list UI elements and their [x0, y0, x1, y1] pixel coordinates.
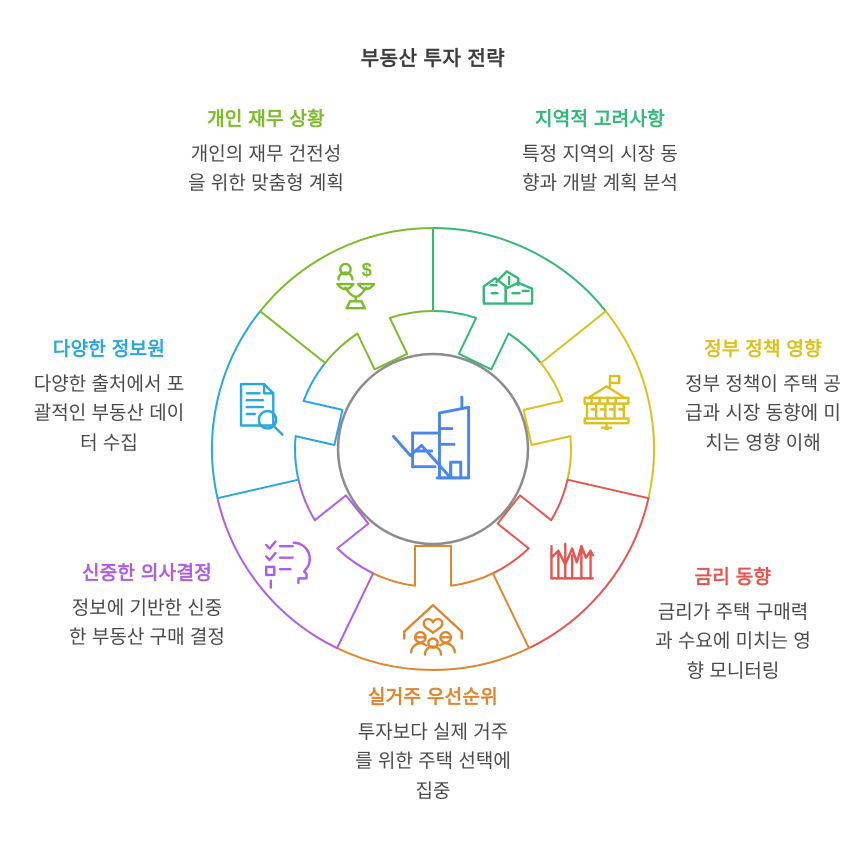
segment-description: 특정 지역의 시장 동 향과 개발 계획 분석 — [522, 144, 678, 195]
segment-title: 다양한 정보원 — [52, 339, 166, 360]
page-title: 부동산 투자 전략 — [360, 48, 506, 70]
wheel-segment-residence — [336, 545, 530, 671]
wheel-segment-interest — [491, 478, 650, 650]
segment-label-residence: 실거주 우선순위 투자보다 실제 거주 를 위한 주택 선택에 집중 — [323, 682, 543, 806]
segment-title: 지역적 고려사항 — [534, 109, 666, 130]
wheel-segment-regional — [432, 227, 607, 371]
segment-title: 신중한 의사결정 — [81, 563, 213, 584]
center-hub-circle — [336, 352, 530, 546]
buildings-cluster-icon — [482, 270, 534, 305]
building-downtrend-icon — [392, 395, 471, 480]
market-chart-icon — [550, 542, 595, 580]
wheel-segment-decision — [216, 478, 375, 650]
document-search-icon — [239, 382, 284, 436]
segment-label-regional: 지역적 고려사항 특정 지역의 시장 동 향과 개발 계획 분석 — [480, 104, 720, 199]
segment-label-interest: 금리 동향 금리가 주택 구매력 과 수요에 미치는 영 향 모니터링 — [623, 562, 843, 686]
balance-scale-icon: $ — [336, 259, 376, 310]
segment-title: 개인 재무 상황 — [207, 109, 325, 130]
segment-title: 실거주 우선순위 — [367, 687, 499, 708]
segment-title: 정부 정책 영향 — [704, 339, 822, 360]
family-home-icon — [403, 603, 463, 656]
segment-description: 개인의 재무 건전성 을 위한 맞춤형 계획 — [188, 144, 344, 195]
head-checklist-icon — [265, 540, 311, 589]
segment-description: 정보에 기반한 신중 한 부동산 구매 결정 — [69, 598, 225, 649]
svg-text:$: $ — [362, 259, 372, 280]
segment-description: 정부 정책이 주택 공 급과 시장 동향에 미 치는 영향 이해 — [685, 374, 841, 454]
government-building-icon — [583, 374, 630, 431]
segment-label-personal: 개인 재무 상황 개인의 재무 건전성 을 위한 맞춤형 계획 — [146, 104, 386, 199]
wheel-segment-personal — [259, 227, 434, 371]
segment-description: 금리가 주택 구매력 과 수요에 미치는 영 향 모니터링 — [655, 602, 811, 682]
segment-description: 다양한 출처에서 포 괄적인 부동산 데이 터 수집 — [33, 374, 185, 454]
segment-label-sources: 다양한 정보원 다양한 출처에서 포 괄적인 부동산 데이 터 수집 — [2, 334, 216, 458]
segment-label-decision: 신중한 의사결정 정보에 기반한 신중 한 부동산 구매 결정 — [36, 558, 258, 653]
segment-description: 투자보다 실제 거주 를 위한 주택 선택에 집중 — [355, 722, 511, 802]
segment-label-policy: 정부 정책 영향 정부 정책이 주택 공 급과 시장 동향에 미 치는 영향 이… — [653, 334, 866, 458]
segment-title: 금리 동향 — [694, 567, 772, 588]
wheel-segment-sources — [210, 310, 344, 500]
wheel-segment-policy — [522, 310, 656, 500]
